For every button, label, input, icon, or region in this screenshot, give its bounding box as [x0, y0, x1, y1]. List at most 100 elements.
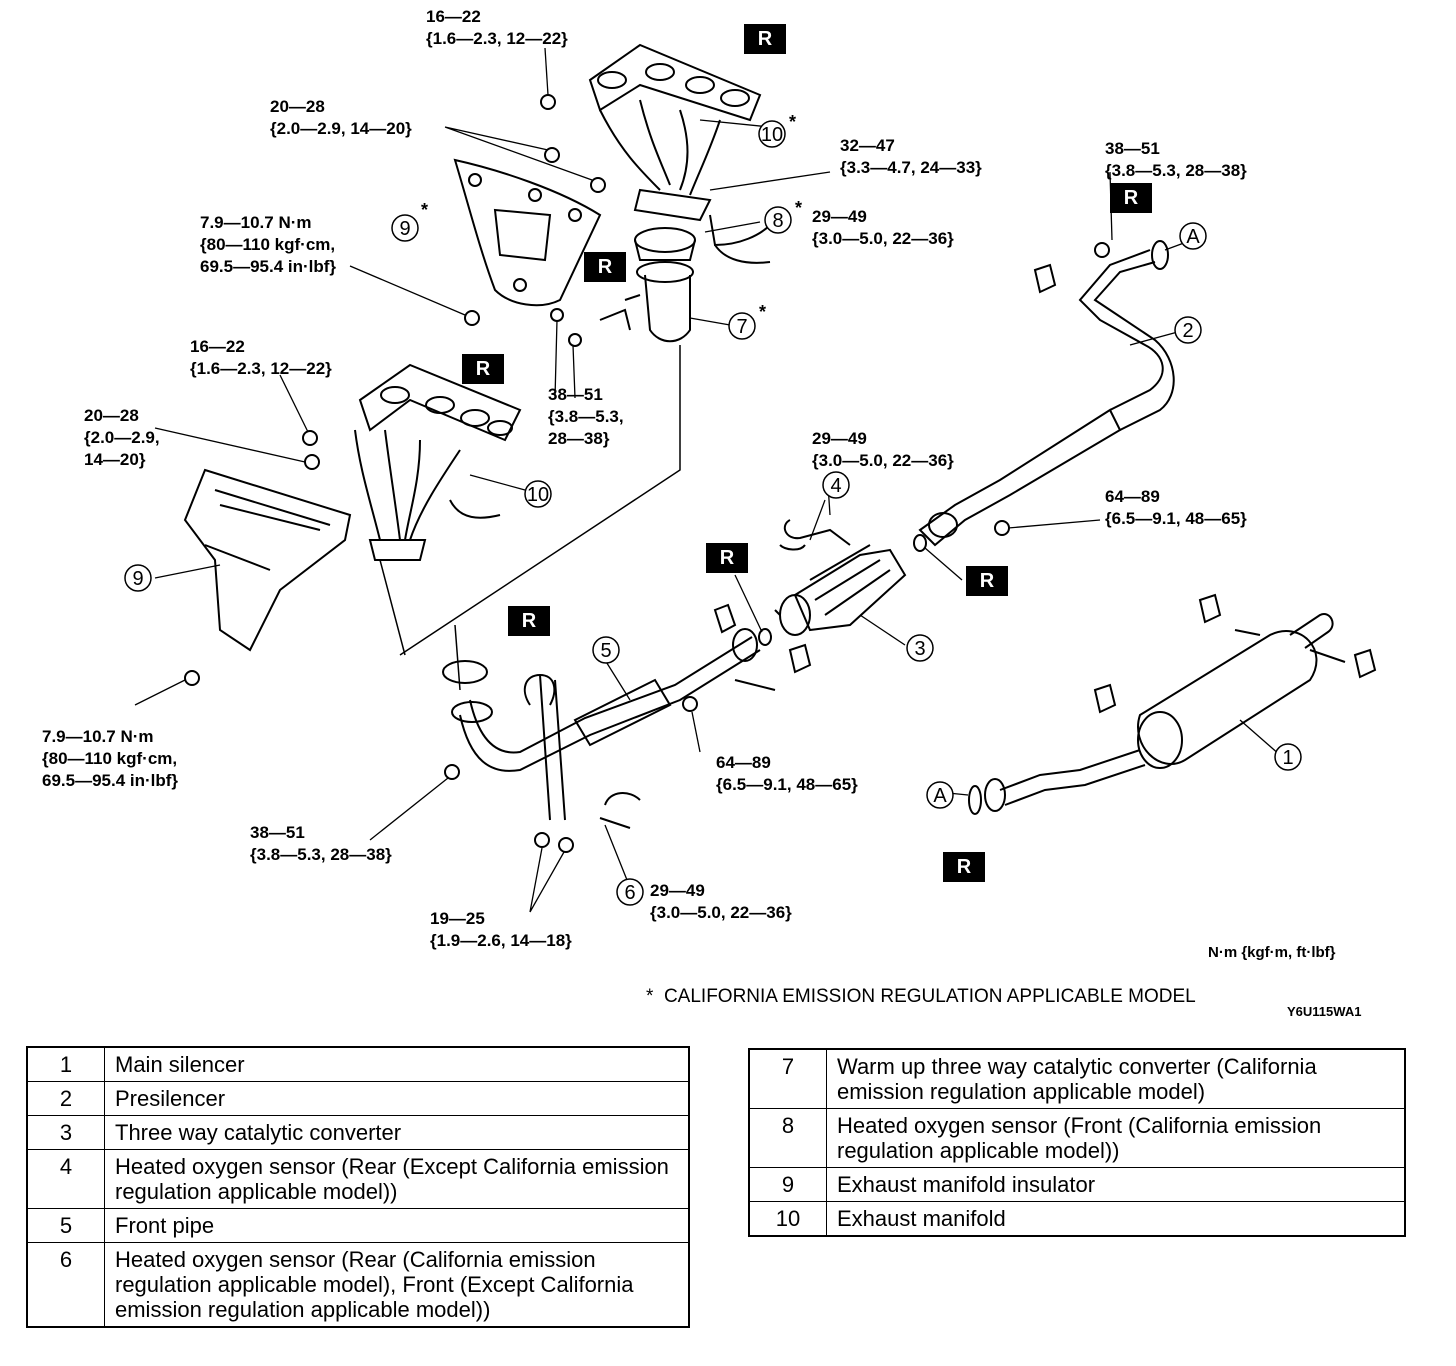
units-note: N·m {kgf·m, ft·lbf} — [1208, 944, 1336, 961]
legend-part-name: Front pipe — [104, 1208, 690, 1243]
torque-callout: 16—22 {1.6—2.3, 12—22} — [426, 7, 568, 48]
legend-part-name: Exhaust manifold insulator — [826, 1167, 1406, 1202]
torque-callout: 29—49 {3.0—5.0, 22—36} — [812, 429, 954, 470]
svg-text:10: 10 — [761, 124, 783, 146]
legend-number: 5 — [26, 1208, 105, 1243]
warm-up-catalytic-converter — [599, 227, 696, 343]
legend-number: 6 — [26, 1242, 105, 1328]
hangers-mid — [713, 603, 812, 691]
svg-text:A: A — [933, 785, 947, 807]
legend-part-name: Heated oxygen sensor (Rear (Except Calif… — [104, 1149, 690, 1209]
upper-exhaust-manifold — [588, 43, 762, 222]
legend-number: 2 — [26, 1081, 105, 1116]
marker-2: 2 — [1174, 316, 1202, 344]
replace-marker: R — [744, 24, 786, 54]
svg-text:A: A — [1186, 226, 1200, 248]
asterisk-7: * — [759, 302, 766, 322]
marker-8: 8 — [764, 206, 792, 234]
replace-marker: R — [943, 852, 985, 882]
svg-text:5: 5 — [600, 640, 611, 662]
replace-marker: R — [584, 252, 626, 282]
lower-manifold-insulator — [183, 468, 352, 652]
torque-callout: 29—49 {3.0—5.0, 22—36} — [650, 881, 792, 922]
rear-oxygen-sensor-upper — [779, 519, 851, 551]
torque-callout: 19—25 {1.9—2.6, 14—18} — [430, 909, 572, 950]
svg-text:2: 2 — [1182, 320, 1193, 342]
legend-part-name: Three way catalytic converter — [104, 1115, 690, 1150]
marker-4: 4 — [822, 471, 850, 499]
legend-part-name: Heated oxygen sensor (Rear (California e… — [104, 1242, 690, 1328]
svg-text:8: 8 — [772, 210, 783, 232]
replace-marker: R — [706, 543, 748, 573]
replace-marker: R — [1110, 183, 1152, 213]
torque-callout: 16—22 {1.6—2.3, 12—22} — [190, 337, 332, 378]
legend-part-name: Presilencer — [104, 1081, 690, 1116]
marker-a-upper: A — [1179, 222, 1207, 250]
asterisk-10: * — [789, 112, 796, 132]
torque-callout: 32—47 {3.3—4.7, 24—33} — [840, 136, 982, 177]
replace-marker: R — [966, 566, 1008, 596]
svg-text:6: 6 — [624, 882, 635, 904]
svg-text:3: 3 — [914, 638, 925, 660]
svg-text:10: 10 — [527, 484, 549, 506]
three-way-catalytic-converter — [774, 544, 907, 636]
torque-callout: 64—89 {6.5—9.1, 48—65} — [1105, 487, 1247, 528]
california-footnote: * CALIFORNIA EMISSION REGULATION APPLICA… — [646, 986, 1196, 1007]
torque-callout: 20—28 {2.0—2.9, 14—20} — [270, 97, 412, 138]
legend-number: 8 — [748, 1108, 827, 1168]
torque-callout: 64—89 {6.5—9.1, 48—65} — [716, 753, 858, 794]
legend-number: 7 — [748, 1048, 827, 1109]
asterisk-8: * — [795, 198, 802, 218]
torque-callout: 7.9—10.7 N·m {80—110 kgf·cm, 69.5—95.4 i… — [42, 727, 179, 790]
svg-text:1: 1 — [1282, 747, 1293, 769]
marker-6: 6 — [616, 878, 644, 906]
replace-marker: R — [462, 354, 504, 384]
marker-9-lower: 9 — [124, 564, 152, 592]
legend-number: 1 — [26, 1046, 105, 1082]
legend-number: 3 — [26, 1115, 105, 1150]
torque-callout: 29—49 {3.0—5.0, 22—36} — [812, 207, 954, 248]
svg-text:9: 9 — [132, 568, 143, 590]
legend-part-name: Main silencer — [104, 1046, 690, 1082]
marker-3: 3 — [906, 634, 934, 662]
svg-text:4: 4 — [830, 475, 841, 497]
figure-code: Y6U115WA1 — [1287, 1004, 1362, 1019]
torque-callout: 7.9—10.7 N·m {80—110 kgf·cm, 69.5—95.4 i… — [200, 213, 337, 276]
torque-callout: 20—28 {2.0—2.9, 14—20} — [84, 406, 160, 469]
marker-7: 7 — [728, 312, 756, 340]
legend-part-name: Exhaust manifold — [826, 1201, 1406, 1237]
exhaust-system-diagram: 10 8 9 7 2 10 4 9 5 3 1 6 A A * * * * — [124, 43, 1377, 913]
upper-manifold-insulator — [453, 158, 602, 307]
torque-callout: 38—51 {3.8—5.3, 28—38} — [548, 385, 624, 448]
marker-10-upper: 10 — [758, 120, 786, 148]
front-pipe — [442, 628, 761, 821]
marker-1: 1 — [1274, 743, 1302, 771]
replace-marker: R — [508, 606, 550, 636]
marker-a-lower: A — [926, 781, 954, 809]
legend-number: 10 — [748, 1201, 827, 1237]
presilencer — [918, 240, 1175, 547]
legend-part-name: Heated oxygen sensor (Front (California … — [826, 1108, 1406, 1168]
marker-9-upper: 9 — [391, 214, 419, 242]
front-oxygen-sensor-upper — [709, 214, 771, 264]
legend-part-name: Warm up three way catalytic converter (C… — [826, 1048, 1406, 1109]
marker-10-lower: 10 — [524, 480, 552, 508]
torque-callout: 38—51 {3.8—5.3, 28—38} — [1105, 139, 1247, 180]
rear-hangers — [1033, 263, 1377, 714]
asterisk-9: * — [421, 200, 428, 220]
legend-number: 4 — [26, 1149, 105, 1209]
marker-5: 5 — [592, 636, 620, 664]
torque-callout: 38—51 {3.8—5.3, 28—38} — [250, 823, 392, 864]
